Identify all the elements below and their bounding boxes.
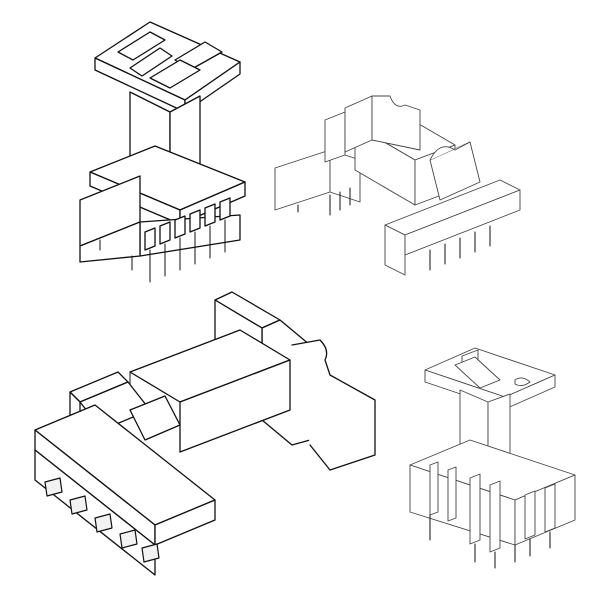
- horizontal-bobbin-view: [274, 95, 521, 276]
- horizontal-bobbin-large-view: [34, 291, 376, 576]
- vertical-bobbin-small-view: [409, 347, 576, 569]
- vertical-bobbin-view: [79, 21, 246, 283]
- left-flange: [274, 149, 331, 211]
